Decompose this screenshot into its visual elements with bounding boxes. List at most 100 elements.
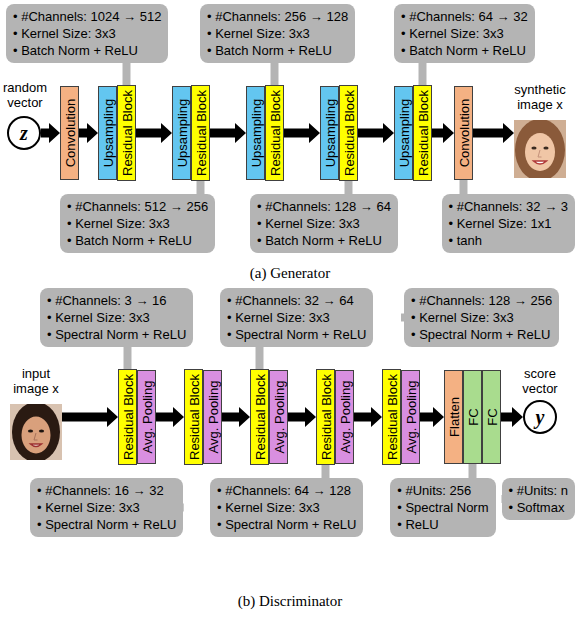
face-nose <box>34 433 38 440</box>
callout-line: • Kernel Size: 3x3 <box>13 25 161 42</box>
layer-block: Flatten <box>444 370 463 464</box>
callout-box: • #Channels: 32 → 3• Kernel Size: 1x1• t… <box>442 194 575 253</box>
flow-arrow <box>41 123 60 143</box>
face-eye <box>531 147 536 150</box>
vector-symbol: z <box>20 123 28 143</box>
layer-name: Residual Block <box>252 374 267 460</box>
layer-name: Convolution <box>62 99 77 168</box>
callout-line: • Kernel Size: 3x3 <box>67 215 208 232</box>
layer-name: Flatten <box>446 397 461 437</box>
leader-line <box>124 347 132 369</box>
callout-line: • #Channels: 1024 → 512 <box>13 8 161 25</box>
image-label: input image x <box>4 366 68 396</box>
layer-name: Avg. Pooling <box>139 381 154 454</box>
callout-line: • Spectral Norm + ReLU <box>37 516 176 533</box>
layer-block: Residual Block <box>382 369 401 465</box>
flow-arrow <box>79 123 98 143</box>
vector-node: random vector z <box>0 80 50 150</box>
face-mouth <box>534 161 547 164</box>
layer-block: Residual Block <box>339 85 358 181</box>
callout-box: • #Units: 256• Spectral Norm• ReLU <box>390 478 495 537</box>
callout-line: • Spectral Norm + ReLU <box>217 516 356 533</box>
flow-arrow <box>420 407 444 427</box>
layer-name: FC <box>465 408 480 425</box>
vector-symbol: y <box>536 407 545 427</box>
layer-name: Upsampling <box>100 99 115 168</box>
callout-line: • Batch Norm + ReLU <box>67 232 208 249</box>
callout-box: • #Channels: 256 → 128• Kernel Size: 3x3… <box>200 4 355 63</box>
face-image <box>514 120 566 178</box>
layer-name: Avg. Pooling <box>205 381 220 454</box>
face-hair <box>12 404 60 460</box>
callout-line: • #Units: n <box>509 482 568 499</box>
face-eye <box>543 147 548 150</box>
caption-text: (a) Generator <box>0 264 580 282</box>
callout-line: • Batch Norm + ReLU <box>257 232 391 249</box>
callout-line: • Spectral Norm <box>397 499 488 516</box>
layer-block: Upsampling <box>172 86 191 180</box>
callout-box: • #Channels: 128 → 256• Kernel Size: 3x3… <box>404 288 559 347</box>
layer-name: Residual Block <box>193 90 208 176</box>
layer-block: Avg. Pooling <box>137 370 156 464</box>
layer-block: Upsampling <box>320 86 339 180</box>
layer-name: Upsampling <box>322 99 337 168</box>
image-frame <box>10 404 62 460</box>
layer-block: Convolution <box>454 86 473 180</box>
layer-block: Residual Block <box>184 369 203 465</box>
callout-line: • Batch Norm + ReLU <box>207 42 348 59</box>
callout-line: • ReLU <box>397 516 488 533</box>
flow-arrow <box>501 407 523 427</box>
face-skin <box>525 133 555 171</box>
layer-block: Avg. Pooling <box>203 370 222 464</box>
vector-label: random vector <box>0 80 50 110</box>
layer-name: Residual Block <box>384 374 399 460</box>
flow-arrow <box>288 407 316 427</box>
callout-line: • Kernel Size: 3x3 <box>37 499 176 516</box>
callout-line: • Kernel Size: 3x3 <box>411 309 552 326</box>
layer-block: Residual Block <box>117 85 136 181</box>
leader-line <box>322 465 330 478</box>
layer-name: Residual Block <box>267 90 282 176</box>
layer-name: Avg. Pooling <box>403 381 418 454</box>
callout-box: • #Channels: 64 → 128• Kernel Size: 3x3•… <box>210 478 363 537</box>
flow-arrow <box>358 123 394 143</box>
layer-name: FC <box>484 408 499 425</box>
callout-line: • Kernel Size: 3x3 <box>257 215 391 232</box>
vector-circle: z <box>7 116 41 150</box>
layer-block: Residual Block <box>191 85 210 181</box>
callout-line: • #Channels: 3 → 16 <box>47 292 186 309</box>
leader-line <box>345 181 353 194</box>
callout-line: • Kernel Size: 3x3 <box>217 499 356 516</box>
flow-arrow <box>354 407 382 427</box>
layer-block: Residual Block <box>316 369 335 465</box>
callout-line: • #Channels: 64 → 128 <box>217 482 356 499</box>
face-hair <box>515 120 565 178</box>
layer-block: Upsampling <box>394 86 413 180</box>
flow-arrow <box>473 123 514 143</box>
callout-line: • Spectral Norm + ReLU <box>411 326 552 343</box>
flow-arrow <box>432 123 454 143</box>
layer-name: Residual Block <box>120 374 135 460</box>
callout-box: • #Channels: 512 → 256• Kernel Size: 3x3… <box>60 194 215 253</box>
vector-circle: y <box>523 400 557 434</box>
image-label: synthetic image x <box>508 82 572 112</box>
callout-line: • Kernel Size: 3x3 <box>401 25 528 42</box>
callout-line: • #Channels: 128 → 256 <box>411 292 552 309</box>
callout-box: • #Units: n• Softmax <box>502 478 575 520</box>
callout-line: • Softmax <box>509 499 568 516</box>
layer-block: Avg. Pooling <box>401 370 420 464</box>
layer-block: Upsampling <box>246 86 265 180</box>
callout-box: • #Channels: 64 → 32• Kernel Size: 3x3• … <box>394 4 535 63</box>
image-node: input image x <box>4 366 68 460</box>
layer-name: Residual Block <box>119 90 134 176</box>
leader-line <box>197 181 205 194</box>
layer-name: Residual Block <box>186 374 201 460</box>
layer-name: Avg. Pooling <box>271 381 286 454</box>
layer-block: Residual Block <box>118 369 137 465</box>
callout-box: • #Channels: 32 → 64• Kernel Size: 3x3• … <box>220 288 373 347</box>
face-eye <box>39 430 44 433</box>
callout-line: • #Channels: 32 → 64 <box>227 292 366 309</box>
leader-line <box>271 63 279 85</box>
image-frame <box>514 120 566 178</box>
